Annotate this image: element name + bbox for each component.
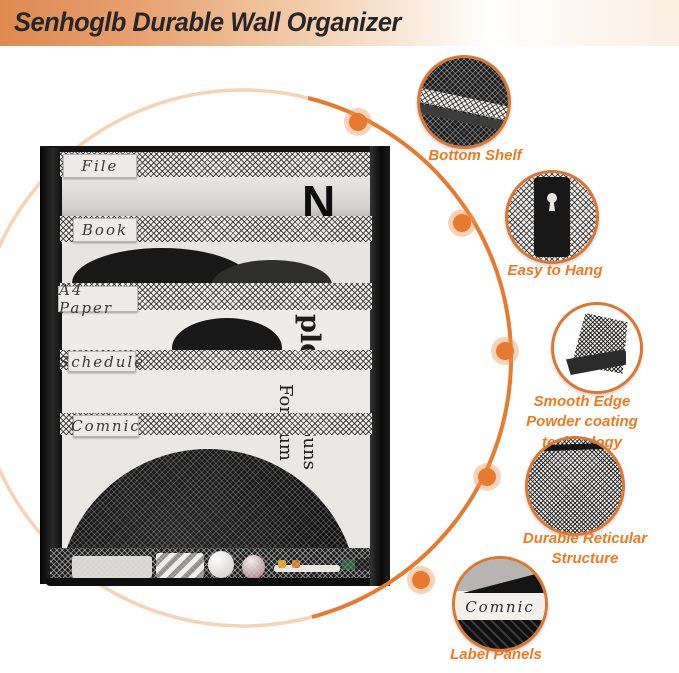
callout-photo-durable-structure xyxy=(525,436,625,536)
wall-organizer-photo: File N Book A4 Paper ple Schedule For du… xyxy=(40,146,390,586)
callout-photo-easy-to-hang xyxy=(505,170,599,264)
callout-photo-label-panels: Comnic xyxy=(452,556,548,652)
keyhole-icon xyxy=(547,193,557,203)
organizer-right-frame xyxy=(370,146,390,586)
organizer-bottom-edge xyxy=(46,578,384,586)
tier-content-book xyxy=(62,242,370,283)
label-plate-schedule: Schedule xyxy=(58,351,146,372)
dot-halo xyxy=(473,463,501,491)
dot-easy-to-hang xyxy=(453,214,471,232)
label-plate-book: Book xyxy=(73,218,137,242)
product-title: Senhoglb Durable Wall Organizer xyxy=(14,7,401,37)
callout-label-label-panels: Label Panels xyxy=(450,646,542,663)
dot-halo xyxy=(448,209,476,237)
callout-label-line1: Smooth Edge xyxy=(533,393,631,410)
callout-photo-smooth-edge xyxy=(551,302,643,394)
tier-content-comnic xyxy=(62,435,370,548)
callout-label-easy-to-hang: Easy to Hang xyxy=(507,262,603,279)
tier-content-schedule xyxy=(62,370,370,413)
title-banner: Senhoglb Durable Wall Organizer xyxy=(0,0,679,46)
dot-smooth-edge xyxy=(496,342,514,360)
mesh-photo xyxy=(528,439,622,533)
callout-label-bottom-shelf: Bottom Shelf xyxy=(428,147,522,164)
callout-photo-bottom-shelf xyxy=(417,55,511,149)
label-plate-a4-paper: A4 Paper xyxy=(58,281,138,317)
dot-halo xyxy=(407,566,435,594)
keyhole-slot xyxy=(549,202,555,211)
hanging-panel xyxy=(534,177,570,257)
dot-halo xyxy=(491,337,519,365)
magazine-photo-hat xyxy=(172,318,282,350)
label-plate-file: File xyxy=(63,154,137,178)
callout-label-durable-structure: Durable Reticular Structure xyxy=(522,530,648,568)
dot-halo xyxy=(344,108,372,136)
dot-bottom-shelf xyxy=(349,113,367,131)
label-plate-comnic: Comnic xyxy=(71,415,141,437)
front-mesh-panel xyxy=(62,435,370,548)
dot-durable-structure xyxy=(478,468,496,486)
dot-label-panels xyxy=(412,571,430,589)
label-panel-closeup: Comnic xyxy=(455,593,545,620)
